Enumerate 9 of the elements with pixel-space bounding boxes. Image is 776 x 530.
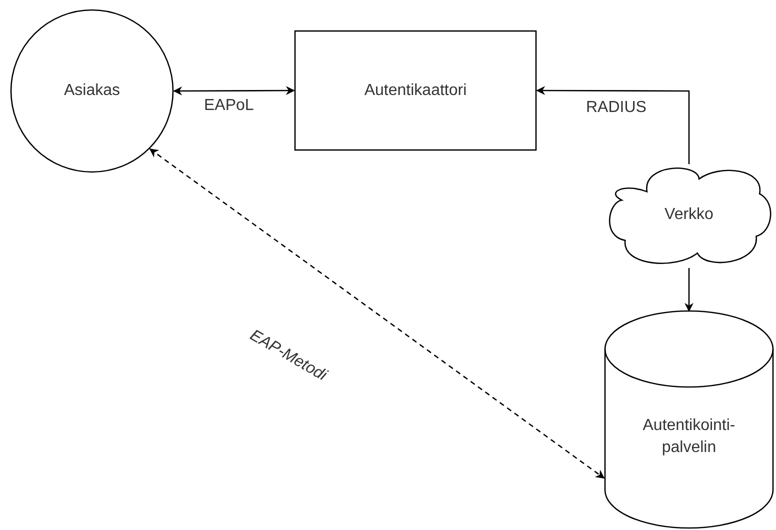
- client-circle: [10, 9, 174, 173]
- arrow: [536, 86, 690, 164]
- arrow: [684, 268, 694, 312]
- arrow: [173, 86, 295, 96]
- node-label: Asiakas: [64, 81, 120, 101]
- process-box: [294, 30, 537, 151]
- node-label: Autentikaattori: [364, 80, 467, 100]
- dashed-arrow: [149, 148, 605, 479]
- node-label: Verkko: [664, 205, 714, 225]
